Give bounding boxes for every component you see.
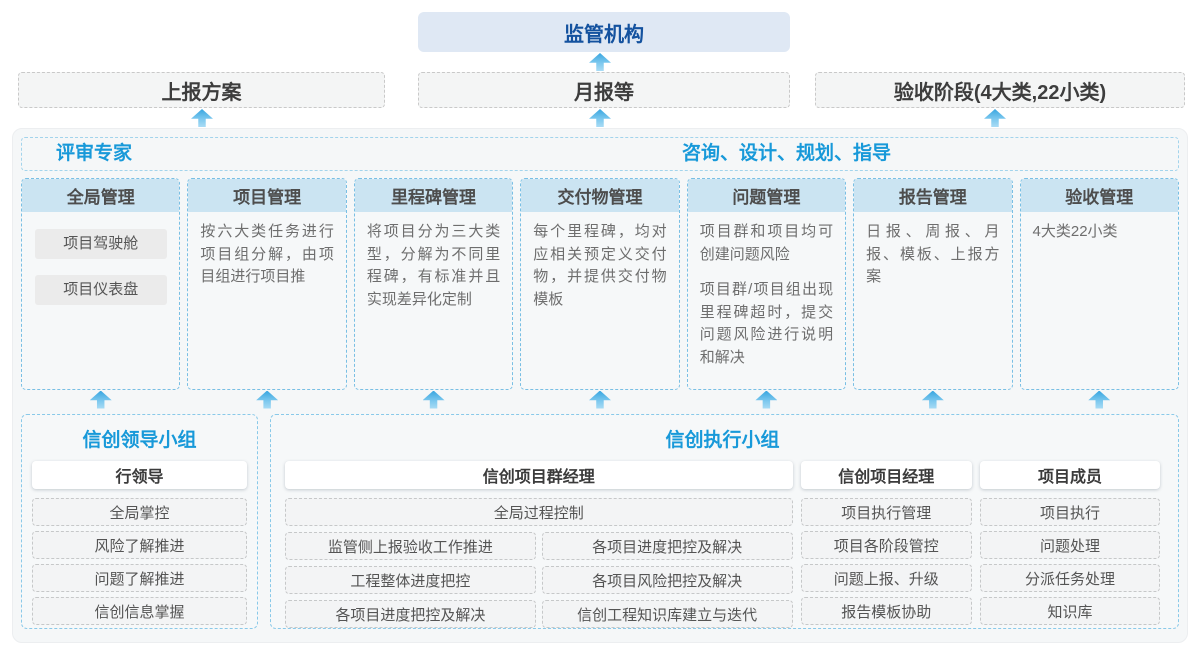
- list-item: 问题了解推进: [32, 564, 247, 592]
- list-item: 工程整体进度把控: [285, 566, 536, 594]
- leader-group-box: 信创领导小组 行领导 全局掌控 风险了解推进 问题了解推进 信创信息掌握: [21, 414, 258, 629]
- chip-project-cockpit: 项目驾驶舱: [34, 229, 167, 259]
- up-arrow-icon: [588, 390, 611, 409]
- column-arrows-row: [21, 390, 1179, 414]
- column-acceptance-management: 验收管理 4大类22小类: [1019, 178, 1179, 390]
- column-body: 日报、周报、月报、模板、上报方案: [854, 212, 1011, 298]
- list-item: 项目各阶段管控: [800, 531, 972, 559]
- list-item: 信创信息掌握: [32, 597, 247, 625]
- column-body: 按六大类任务进行项目组分解，由项目组进行项目推: [188, 212, 345, 298]
- regulator-box: 监管机构: [418, 12, 790, 52]
- column-body: 项目驾驶舱 项目仪表盘: [22, 212, 179, 314]
- list-item: 信创工程知识库建立与迭代: [541, 600, 793, 628]
- column-issue-management: 问题管理 项目群和项目均可创建问题风险 项目群/项目组出现里程碑超时，提交问题风…: [686, 178, 847, 390]
- column-header: 问题管理: [687, 179, 846, 212]
- management-columns: 全局管理 项目驾驶舱 项目仪表盘 项目管理 按六大类任务进行项目组分解，由项目组…: [21, 178, 1179, 390]
- up-arrow-icon: [589, 53, 611, 71]
- column-text: 项目群/项目组出现里程碑超时，提交问题风险进行说明和解决: [699, 281, 834, 366]
- column-report-management: 报告管理 日报、周报、月报、模板、上报方案: [853, 178, 1013, 390]
- list-item: 全局过程控制: [285, 498, 793, 526]
- list-item: 全局掌控: [32, 498, 247, 526]
- list-item: 分派任务处理: [980, 564, 1160, 592]
- column-global-management: 全局管理 项目驾驶舱 项目仪表盘: [21, 178, 181, 390]
- list-item: 各项目进度把控及解决: [541, 532, 793, 560]
- role-consulting-design: 咨询、设计、规划、指导: [682, 143, 892, 164]
- column-text: 每个里程碑，均对应相关预定义交付物，并提供交付物模板: [533, 223, 667, 308]
- column-header: 里程碑管理: [354, 179, 513, 212]
- column-text: 按六大类任务进行项目组分解，由项目组进行项目推: [200, 223, 334, 285]
- leader-group-title: 信创领导小组: [82, 430, 197, 451]
- up-arrow-icon: [1088, 390, 1111, 409]
- column-body: 4大类22小类: [1021, 212, 1178, 253]
- up-arrow-icon: [921, 390, 944, 409]
- platform-container: 评审专家 咨询、设计、规划、指导 全局管理 项目驾驶舱 项目仪表盘 项目管理 按…: [12, 128, 1188, 643]
- column-body: 每个里程碑，均对应相关预定义交付物，并提供交付物模板: [521, 212, 678, 320]
- role-review-experts: 评审专家: [56, 143, 133, 164]
- up-arrow-icon: [589, 109, 611, 127]
- role-card-project-member: 项目成员: [980, 461, 1160, 489]
- column-text: 项目群和项目均可创建问题风险: [699, 223, 834, 263]
- project-manager-items: 项目执行管理 项目各阶段管控 问题上报、升级 报告模板协助: [800, 498, 972, 625]
- list-item: 监管侧上报验收工作推进: [285, 532, 536, 560]
- output-box-report-plan: 上报方案: [18, 72, 385, 108]
- column-header: 报告管理: [854, 179, 1012, 212]
- output-box-acceptance-stage: 验收阶段(4大类,22小类): [815, 72, 1185, 108]
- list-item: 项目执行管理: [800, 498, 972, 526]
- column-body: 项目群和项目均可创建问题风险 项目群/项目组出现里程碑超时，提交问题风险进行说明…: [688, 212, 845, 378]
- project-manager-section: 信创项目经理 项目执行管理 项目各阶段管控 问题上报、升级 报告模板协助: [800, 461, 972, 628]
- column-body: 将项目分为三大类型，分解为不同里程碑，有标准并且实现差异化定制: [355, 212, 512, 320]
- exec-group-row: 信创项目群经理 全局过程控制 监管侧上报验收工作推进 各项目进度把控及解决 工程…: [285, 461, 1160, 628]
- up-arrow-icon: [755, 390, 778, 409]
- exec-group-box: 信创执行小组 信创项目群经理 全局过程控制 监管侧上报验收工作推进 各项目进度把…: [270, 414, 1179, 629]
- list-item: 问题上报、升级: [800, 564, 972, 592]
- column-header: 交付物管理: [521, 179, 679, 212]
- roles-strip: 评审专家 咨询、设计、规划、指导: [21, 137, 1179, 171]
- column-header: 项目管理: [188, 179, 346, 212]
- column-header: 全局管理: [22, 179, 180, 212]
- role-card-bank-leader: 行领导: [32, 461, 247, 489]
- exec-group-title: 信创执行小组: [665, 430, 780, 451]
- column-deliverable-management: 交付物管理 每个里程碑，均对应相关预定义交付物，并提供交付物模板: [520, 178, 680, 390]
- program-manager-items: 全局过程控制 监管侧上报验收工作推进 各项目进度把控及解决 工程整体进度把控 各…: [285, 498, 793, 628]
- column-header: 验收管理: [1020, 179, 1178, 212]
- up-arrow-icon: [984, 109, 1006, 127]
- list-item: 风险了解推进: [32, 531, 247, 559]
- up-arrow-icon: [422, 390, 445, 409]
- list-item: 各项目进度把控及解决: [285, 600, 536, 628]
- up-arrow-icon: [89, 390, 112, 409]
- up-arrow-icon: [256, 390, 279, 409]
- list-item: 报告模板协助: [800, 597, 972, 625]
- role-card-project-manager: 信创项目经理: [800, 461, 972, 489]
- list-item: 问题处理: [980, 531, 1160, 559]
- column-text: 4大类22小类: [1032, 223, 1118, 240]
- list-item: 知识库: [980, 597, 1160, 625]
- up-arrow-icon: [191, 109, 213, 127]
- leader-items: 全局掌控 风险了解推进 问题了解推进 信创信息掌握: [32, 498, 247, 625]
- project-member-items: 项目执行 问题处理 分派任务处理 知识库: [980, 498, 1160, 625]
- list-item: 各项目风险把控及解决: [541, 566, 793, 594]
- output-box-monthly-report: 月报等: [418, 72, 790, 108]
- column-text: 将项目分为三大类型，分解为不同里程碑，有标准并且实现差异化定制: [366, 223, 501, 308]
- chip-project-dashboard: 项目仪表盘: [34, 275, 167, 305]
- program-manager-section: 信创项目群经理 全局过程控制 监管侧上报验收工作推进 各项目进度把控及解决 工程…: [285, 461, 793, 628]
- role-card-program-manager: 信创项目群经理: [285, 461, 793, 489]
- bottom-groups: 信创领导小组 行领导 全局掌控 风险了解推进 问题了解推进 信创信息掌握 信创执…: [21, 414, 1179, 629]
- column-milestone-management: 里程碑管理 将项目分为三大类型，分解为不同里程碑，有标准并且实现差异化定制: [353, 178, 514, 390]
- column-project-management: 项目管理 按六大类任务进行项目组分解，由项目组进行项目推: [187, 178, 347, 390]
- list-item: 项目执行: [980, 498, 1160, 526]
- column-text: 日报、周报、月报、模板、上报方案: [866, 223, 1000, 285]
- project-member-section: 项目成员 项目执行 问题处理 分派任务处理 知识库: [980, 461, 1160, 628]
